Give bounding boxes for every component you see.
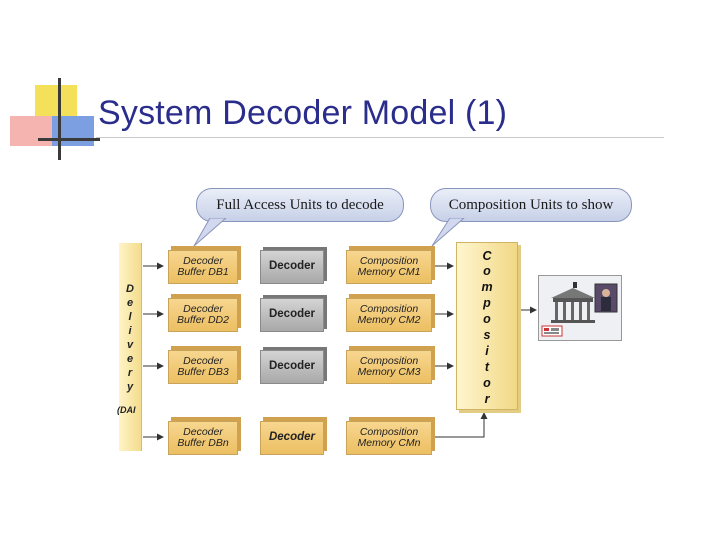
decoder-label: Decoder — [268, 431, 316, 444]
decoder-buffer-n: Decoder Buffer DBn — [168, 421, 238, 455]
title-decoration-red-square — [10, 116, 52, 146]
composition-memory-n: Composition Memory CMn — [346, 421, 432, 455]
decoder-n: Decoder — [260, 421, 324, 455]
memory-line-2: Memory CM1 — [357, 266, 421, 278]
buffer-line-2: Buffer DD2 — [177, 314, 229, 326]
memory-line-1: Composition — [359, 425, 419, 438]
compositor-letter: o — [483, 376, 491, 390]
decoder-1: Decoder — [260, 250, 324, 284]
buffer-line-2: Buffer DB1 — [177, 266, 229, 278]
decoder-buffer-3: Decoder Buffer DB3 — [168, 350, 238, 384]
composition-memory-1: Composition Memory CM1 — [346, 250, 432, 284]
title-decoration-horizontal-line — [38, 138, 100, 141]
compositor-letter: i — [485, 344, 489, 358]
flow-arrows — [143, 262, 537, 441]
title-underline — [96, 137, 664, 138]
compositor-letter: o — [483, 312, 491, 326]
delivery-letter: r — [127, 367, 133, 379]
buffer-line-1: Decoder — [183, 425, 223, 438]
decoder-label: Decoder — [268, 308, 316, 321]
buffer-line-2: Buffer DBn — [177, 437, 229, 449]
callout-full-access-units: Full Access Units to decode — [196, 188, 404, 222]
callout-left-label: Full Access Units to decode — [216, 196, 384, 213]
compositor-letter: m — [481, 280, 493, 294]
delivery-letter: v — [126, 339, 134, 351]
delivery-letter: e — [126, 297, 134, 309]
compositor-letter: s — [483, 328, 491, 342]
memory-line-2: Memory CMn — [357, 437, 421, 449]
decoder-buffer-2: Decoder Buffer DD2 — [168, 298, 238, 332]
compositor-letter: t — [484, 360, 490, 374]
callout-left-tail — [193, 218, 227, 247]
delivery-layer-bar: D e l i v e r y — [119, 243, 142, 451]
delivery-letter: y — [126, 381, 134, 393]
memory-line-1: Composition — [359, 254, 419, 267]
delivery-letter: e — [126, 353, 134, 365]
compositor-letter: p — [483, 296, 491, 310]
decoder-buffer-1: Decoder Buffer DB1 — [168, 250, 238, 284]
callout-composition-units: Composition Units to show — [430, 188, 632, 222]
memory-line-2: Memory CM3 — [357, 366, 421, 378]
decoder-diagram: Full Access Units to decode Composition … — [110, 180, 632, 460]
compositor-letter: r — [484, 392, 490, 406]
compositor-letter: C — [482, 249, 492, 263]
callout-right-tail — [431, 218, 465, 247]
decoder-3: Decoder — [260, 350, 324, 384]
delivery-letter: D — [126, 283, 134, 295]
callout-right-label: Composition Units to show — [448, 196, 614, 213]
decoder-2: Decoder — [260, 298, 324, 332]
arrow-memory-to-compositor-n — [435, 412, 488, 438]
decoder-label: Decoder — [268, 360, 316, 373]
slide-title: System Decoder Model (1) — [98, 94, 508, 132]
memory-line-2: Memory CM2 — [357, 314, 421, 326]
title-decoration-vertical-line — [58, 78, 61, 160]
buffer-line-2: Buffer DB3 — [177, 366, 229, 378]
composition-memory-2: Composition Memory CM2 — [346, 298, 432, 332]
memory-line-1: Composition — [359, 302, 419, 315]
delivery-letter: l — [128, 311, 132, 323]
buffer-line-1: Decoder — [183, 302, 223, 315]
compositor-block: C o m p o s i t o r — [456, 242, 518, 410]
composited-scene-thumbnail: DW — [538, 275, 622, 341]
buffer-line-1: Decoder — [183, 254, 223, 267]
compositor-letter: o — [483, 264, 491, 278]
building-scene-image — [539, 276, 621, 340]
memory-line-1: Composition — [359, 354, 419, 367]
dmif-label: (DAI — [117, 405, 136, 415]
buffer-line-1: Decoder — [183, 354, 223, 367]
decoder-label: Decoder — [268, 260, 316, 273]
delivery-letter: i — [128, 325, 132, 337]
composition-memory-3: Composition Memory CM3 — [346, 350, 432, 384]
